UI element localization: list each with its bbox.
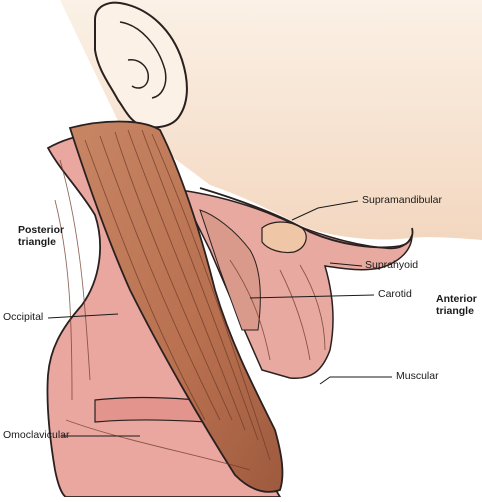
posterior-triangle-line2: triangle [18,236,56,248]
posterior-triangle-line1: Posterior [18,224,65,236]
label-posterior-triangle: Posterior triangle [18,224,64,248]
label-muscular: Muscular [396,370,439,382]
leader-suprahyoid [329,262,363,267]
label-occipital: Occipital [3,311,44,323]
ear [94,1,188,129]
label-carotid: Carotid [378,288,412,300]
sternocleidomastoid-muscle [68,120,284,493]
label-omoclavicular: Omoclavicular [3,429,70,441]
anterior-triangle-line1: Anterior [436,293,477,305]
submandibular-gland [261,221,307,254]
label-anterior-triangle: Anterior triangle [436,293,477,317]
leader-muscular [319,376,392,385]
leader-carotid [249,294,375,299]
mandible-edge [199,187,414,249]
label-suprahyoid: Suprahyoid [365,259,419,271]
leader-occipital [47,313,119,319]
carotid-region [199,209,261,331]
anterior-triangle-line2: triangle [436,305,474,317]
leader-supramandibular [291,200,359,221]
label-supramandibular: Supramandibular [362,194,442,206]
leader-lines [47,200,392,437]
muscle-fibers [54,129,326,471]
